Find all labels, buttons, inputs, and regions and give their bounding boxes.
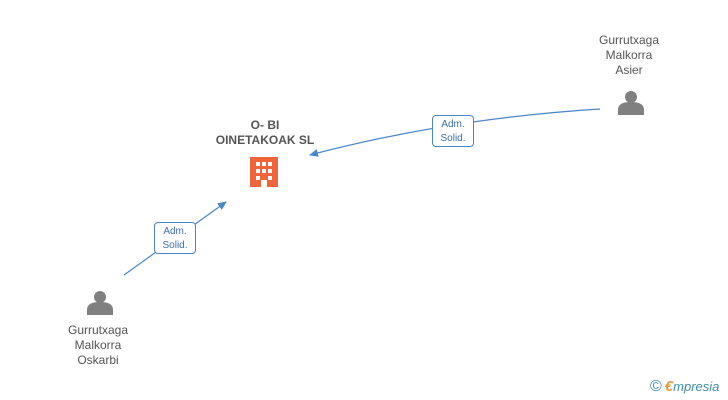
relation-label-line: Solid.	[162, 240, 188, 251]
company-name[interactable]: O- BI OINETAKOAK SL	[190, 118, 340, 148]
person-icon[interactable]	[618, 91, 644, 115]
person-name-asier[interactable]: Gurrutxaga Malkorra Asier	[574, 33, 684, 78]
person-name-line: Malkorra	[605, 48, 653, 62]
person-name-line: Oskarbi	[77, 353, 119, 367]
building-icon[interactable]	[250, 157, 278, 187]
person-icon[interactable]	[87, 291, 113, 315]
person-name-line: Asier	[615, 63, 643, 77]
copyright-icon: ©	[650, 378, 662, 395]
brand-name: mpresia	[673, 379, 720, 394]
person-name-line: Gurrutxaga	[598, 33, 660, 47]
person-name-oskarbi[interactable]: Gurrutxaga Malkorra Oskarbi	[43, 323, 153, 368]
relation-label-line: Adm.	[441, 119, 465, 130]
company-name-line-1: O- BI	[250, 118, 280, 132]
brand-e: €	[664, 378, 674, 395]
company-name-line-2: OINETAKOAK SL	[215, 133, 315, 147]
person-name-line: Malkorra	[74, 338, 122, 352]
empresia-logo[interactable]: ©€mpresia	[650, 378, 719, 398]
relation-label-oskarbi[interactable]: Adm. Solid.	[154, 222, 196, 254]
relation-label-line: Solid.	[440, 133, 466, 144]
relation-label-asier[interactable]: Adm. Solid.	[432, 115, 474, 147]
person-name-line: Gurrutxaga	[67, 323, 129, 337]
relation-label-line: Adm.	[163, 226, 187, 237]
